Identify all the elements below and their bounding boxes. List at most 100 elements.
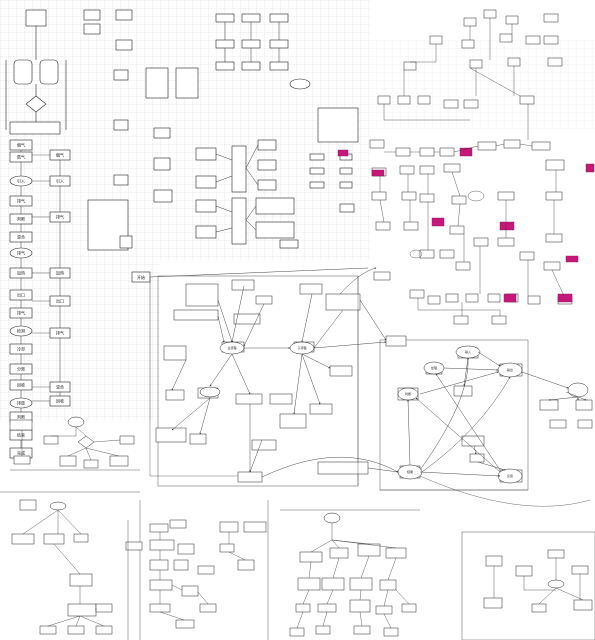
second-col-label-7: 混合 bbox=[56, 384, 64, 390]
node-f-label: 反馈 bbox=[507, 473, 513, 478]
third-box-7 bbox=[119, 235, 133, 249]
tc-box-17 bbox=[255, 197, 295, 215]
tc-connectors bbox=[215, 22, 280, 233]
tc-box-16 bbox=[257, 179, 277, 191]
bottom-center-left-cluster bbox=[125, 519, 267, 629]
hub-left-label: 主流程 bbox=[227, 345, 236, 350]
cbox-35 bbox=[575, 399, 593, 411]
bottom-left-cluster bbox=[9, 416, 135, 635]
left-flow-label-5: 判断 bbox=[17, 216, 25, 222]
tc-box-10 bbox=[195, 147, 217, 161]
tc-box-25 bbox=[339, 181, 353, 189]
left-flow-label-18: 完成 bbox=[17, 450, 25, 456]
tc-box-6 bbox=[269, 39, 289, 49]
magenta-node-8 bbox=[557, 293, 573, 303]
tc-box-15 bbox=[257, 159, 277, 171]
cbox-4 bbox=[299, 283, 323, 295]
magenta-nodes bbox=[337, 147, 595, 303]
third-box-1 bbox=[113, 69, 129, 81]
bottom-center-cluster bbox=[289, 512, 417, 637]
left-flow-label-1: 烟气 bbox=[17, 142, 25, 148]
left-flow-label-2: 氮气 bbox=[17, 154, 25, 160]
third-group-b bbox=[175, 67, 199, 99]
tc-box-18 bbox=[255, 221, 295, 239]
magenta-node-7 bbox=[503, 293, 517, 303]
tc-box-14 bbox=[257, 139, 277, 151]
cbox-33 bbox=[539, 399, 559, 411]
third-box-2 bbox=[113, 119, 129, 131]
left-flow-label-14: 回收 bbox=[17, 382, 25, 388]
tc-bracket-2 bbox=[231, 197, 247, 245]
magenta-node-9 bbox=[585, 163, 595, 173]
left-flow-label-13: 分离 bbox=[17, 366, 25, 372]
right-middle-cluster bbox=[369, 139, 573, 325]
node-a-label: 输入 bbox=[465, 349, 471, 354]
center-node-g bbox=[567, 382, 589, 398]
node-d-label: 判断 bbox=[405, 391, 411, 396]
tc-box-19 bbox=[279, 239, 299, 249]
left-top-note-box bbox=[9, 121, 61, 135]
bottom-left-lines bbox=[0, 426, 141, 640]
node-c-label: 输出 bbox=[507, 367, 513, 372]
tc-box-26 bbox=[339, 203, 355, 213]
tc-box-20 bbox=[309, 153, 325, 161]
top-center-cluster bbox=[195, 13, 359, 249]
second-col-label-6: 排气 bbox=[56, 330, 64, 336]
cbox-13 bbox=[165, 389, 185, 401]
cbox-22 bbox=[317, 461, 369, 475]
tc-box-1 bbox=[215, 13, 235, 23]
magenta-node-3 bbox=[459, 147, 473, 157]
cbox-3 bbox=[255, 295, 273, 305]
left-flow-label-11: 检测 bbox=[17, 328, 25, 334]
third-group-a bbox=[145, 67, 169, 99]
tc-box-13 bbox=[195, 225, 217, 239]
third-box-5 bbox=[113, 174, 129, 186]
bottom-right-lines bbox=[493, 558, 584, 605]
top-left-boxes bbox=[83, 9, 133, 51]
right-middle-connectors bbox=[379, 143, 565, 316]
left-flow-label-7: 排气 bbox=[17, 250, 25, 256]
center-node-h bbox=[199, 386, 221, 398]
second-col-label-1: 烟气 bbox=[56, 152, 64, 158]
left-flow-label-8: 加热 bbox=[17, 270, 25, 276]
magenta-node-1 bbox=[337, 149, 349, 157]
tc-bracket-1 bbox=[231, 145, 247, 193]
top-right-connectors bbox=[383, 18, 529, 140]
cbox-14 bbox=[235, 393, 263, 405]
cbox-34 bbox=[549, 419, 567, 429]
left-flow-label-6: 混合 bbox=[17, 234, 25, 240]
magenta-node-6 bbox=[565, 255, 579, 263]
bottom-center-left-lines bbox=[127, 500, 269, 640]
tc-box-3 bbox=[269, 13, 289, 23]
center-big-diagram: 开始 bbox=[131, 267, 593, 507]
cbox-30 bbox=[469, 453, 485, 463]
second-col-label-8: 回收 bbox=[56, 398, 64, 404]
left-flow-label-9: 出口 bbox=[17, 292, 25, 298]
tc-box-8 bbox=[241, 61, 261, 71]
left-flow-label-17: 结束 bbox=[17, 432, 25, 438]
third-box-4 bbox=[153, 157, 171, 171]
left-flow-label-15: 排放 bbox=[17, 400, 25, 406]
left-flow-label-4: 排气 bbox=[17, 198, 25, 204]
center-long-lines bbox=[149, 276, 591, 507]
third-column-cluster bbox=[87, 67, 199, 251]
cbox-6 bbox=[173, 309, 219, 321]
cbox-15 bbox=[269, 393, 293, 405]
cbox-8 bbox=[163, 345, 187, 361]
tc-box-21 bbox=[309, 167, 325, 175]
tc-box-5 bbox=[241, 39, 261, 49]
left-flow-label-16: 判断 bbox=[17, 414, 25, 420]
cbox-36 bbox=[577, 419, 593, 429]
cbox-16 bbox=[309, 403, 333, 415]
third-box-6 bbox=[153, 189, 173, 203]
bottom-right-cluster bbox=[461, 531, 595, 640]
cbox-19 bbox=[189, 433, 207, 445]
cbox-18 bbox=[155, 427, 187, 443]
tc-box-24 bbox=[339, 167, 353, 175]
cbox-29 bbox=[461, 435, 485, 447]
cbox-23 bbox=[385, 335, 407, 347]
cbox-11 bbox=[329, 365, 353, 377]
cbox-2 bbox=[231, 279, 255, 291]
tc-ellipse bbox=[289, 78, 311, 90]
